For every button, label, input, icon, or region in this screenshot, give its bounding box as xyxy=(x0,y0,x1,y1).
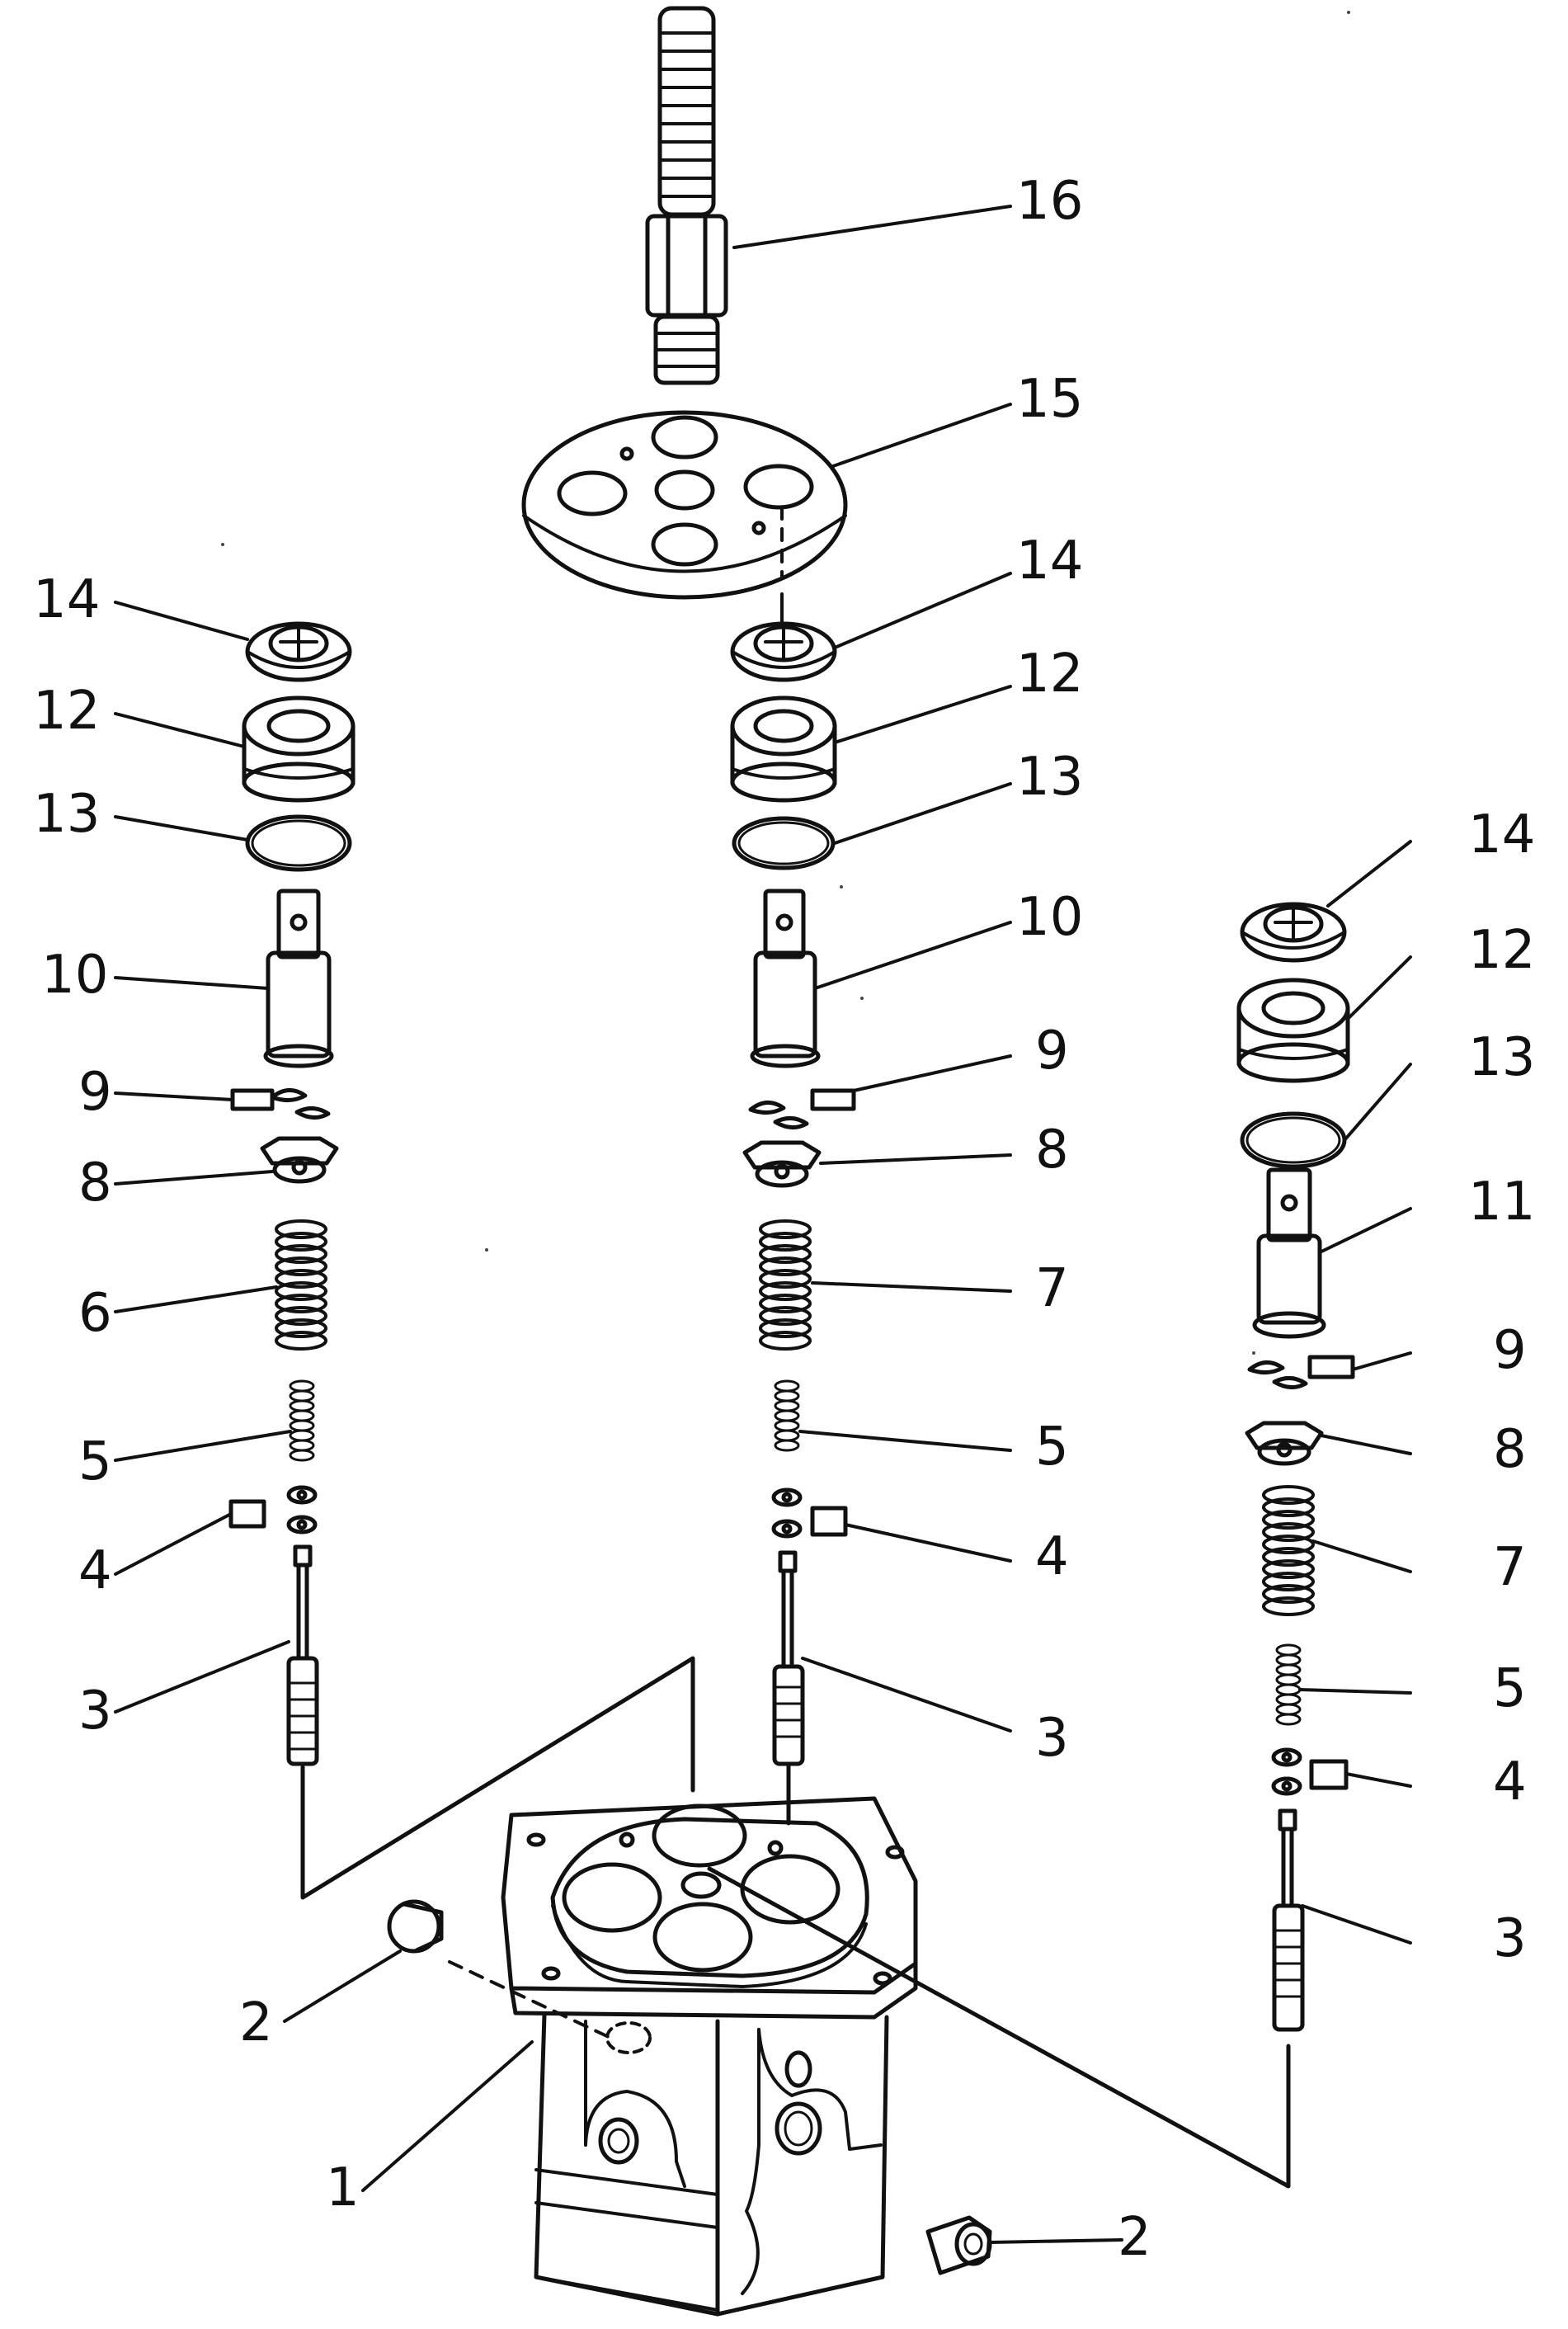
callout-11: 11 xyxy=(1468,1172,1536,1233)
leader-lines xyxy=(114,205,1412,2244)
callout-5-right: 5 xyxy=(1493,1658,1527,1719)
callout-10-left: 10 xyxy=(41,945,109,1006)
center-stack xyxy=(730,621,856,1826)
left-stack xyxy=(228,621,695,1900)
callout-10-center: 10 xyxy=(1016,887,1084,948)
callout-8-right: 8 xyxy=(1493,1419,1527,1480)
callout-15: 15 xyxy=(1016,369,1084,430)
callout-13-right: 13 xyxy=(1468,1027,1536,1088)
callout-2-right: 2 xyxy=(1118,2207,1151,2268)
callout-3-center: 3 xyxy=(1035,1708,1069,1769)
callout-9-right: 9 xyxy=(1493,1320,1527,1381)
part-15-plate xyxy=(521,410,848,600)
callout-2-left: 2 xyxy=(239,1992,273,2053)
callout-3-left: 3 xyxy=(78,1681,112,1742)
callout-5-left: 5 xyxy=(78,1431,112,1492)
part-1-valve-body xyxy=(501,1796,918,2317)
callout-14-left: 14 xyxy=(33,569,101,630)
callout-14-center: 14 xyxy=(1016,530,1084,592)
callout-12-right: 12 xyxy=(1468,920,1536,981)
callout-4-right: 4 xyxy=(1493,1751,1527,1813)
callout-9-center: 9 xyxy=(1035,1021,1069,1082)
speck-marks xyxy=(221,11,1350,1355)
callout-4-center: 4 xyxy=(1035,1526,1069,1587)
callout-7-center: 7 xyxy=(1035,1258,1069,1319)
callout-6: 6 xyxy=(78,1283,112,1344)
part-16-threaded-stud xyxy=(645,6,728,385)
callout-8-center: 8 xyxy=(1035,1120,1069,1181)
callout-9-left: 9 xyxy=(78,1062,112,1123)
callout-14-right: 14 xyxy=(1468,804,1536,865)
right-stack xyxy=(707,902,1355,2189)
callout-12-center: 12 xyxy=(1016,644,1084,705)
callout-3-right: 3 xyxy=(1493,1908,1527,1969)
callout-4-left: 4 xyxy=(78,1540,112,1601)
callout-5-center: 5 xyxy=(1035,1417,1069,1478)
callout-16: 16 xyxy=(1016,171,1084,232)
callout-7-right: 7 xyxy=(1493,1537,1527,1598)
callout-13-center: 13 xyxy=(1016,747,1084,808)
callout-13-left: 13 xyxy=(33,784,101,845)
part-2-plugs xyxy=(387,1899,992,2275)
callout-8-left: 8 xyxy=(78,1153,112,1214)
callout-12-left: 12 xyxy=(33,681,101,742)
callout-1: 1 xyxy=(326,2157,360,2218)
